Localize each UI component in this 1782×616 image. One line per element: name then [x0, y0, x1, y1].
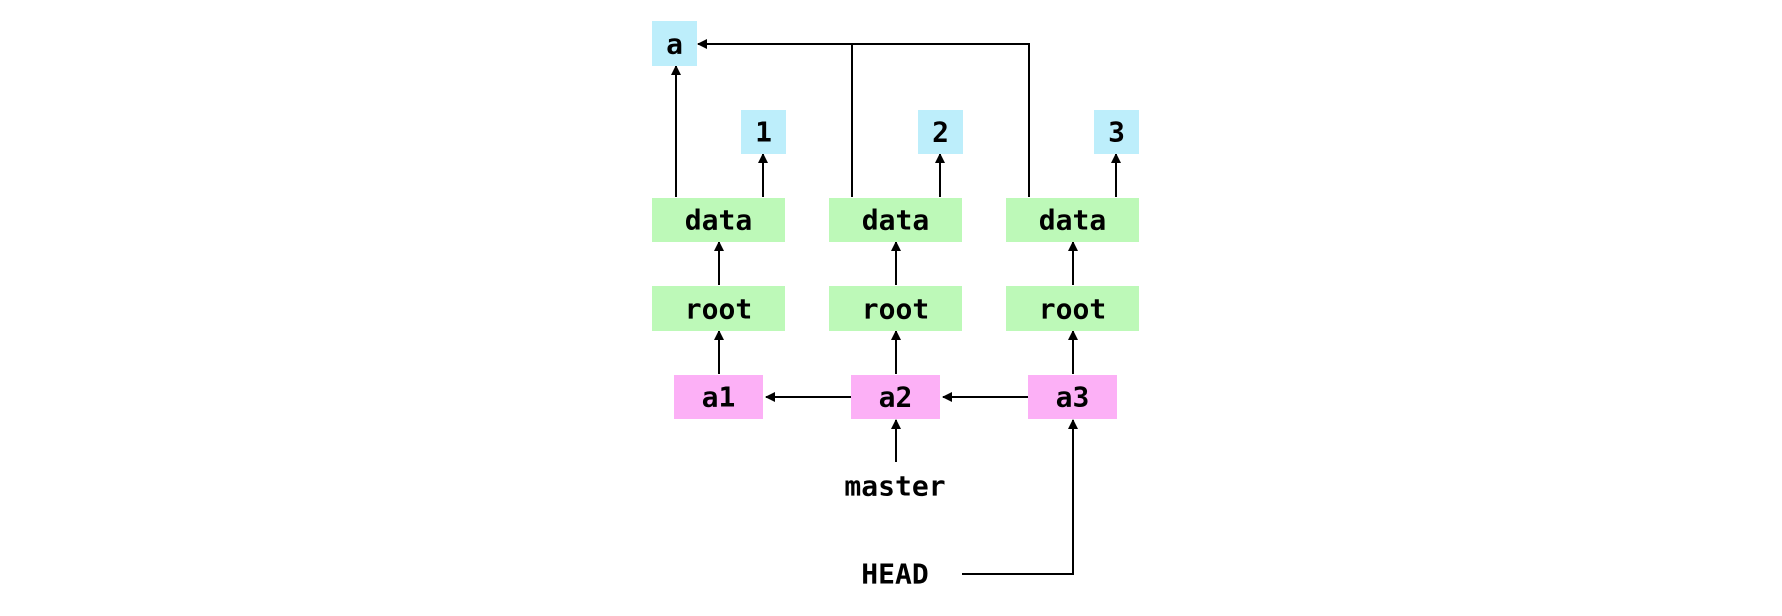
blob-label-1: 1 — [755, 116, 772, 149]
ref-head-label: HEAD — [861, 558, 928, 591]
commit-nodes: a1 a2 a3 — [674, 375, 1117, 419]
blob-nodes: a 1 2 3 — [652, 21, 1139, 154]
tree-box-data-3 — [1006, 198, 1139, 242]
blob-node-1: 1 — [741, 110, 786, 154]
blob-box-3 — [1094, 110, 1139, 154]
commit-node-a2: a2 — [851, 375, 940, 419]
tree-box-root-2 — [829, 286, 962, 331]
tree-label-root-2: root — [862, 293, 929, 326]
ref-labels: master HEAD — [844, 470, 945, 591]
commit-label-a3: a3 — [1056, 381, 1090, 414]
blob-box-1 — [741, 110, 786, 154]
tree-node-data-1: data — [652, 198, 785, 242]
blob-box-2 — [918, 110, 963, 154]
tree-node-data-2: data — [829, 198, 962, 242]
blob-label-2: 2 — [932, 116, 949, 149]
edge-data3-to-a — [852, 43, 1030, 197]
blob-node-2: 2 — [918, 110, 963, 154]
tree-box-root-3 — [1006, 286, 1139, 331]
commit-label-a1: a1 — [702, 381, 736, 414]
tree-node-root-1: root — [652, 286, 785, 331]
tree-node-data-3: data — [1006, 198, 1139, 242]
commit-box-a3 — [1028, 375, 1117, 419]
commit-box-a1 — [674, 375, 763, 419]
tree-label-data-2: data — [862, 204, 929, 237]
commit-node-a3: a3 — [1028, 375, 1117, 419]
tree-node-root-2: root — [829, 286, 962, 331]
tree-label-root-3: root — [1039, 293, 1106, 326]
tree-node-root-3: root — [1006, 286, 1139, 331]
blob-label-a: a — [666, 28, 683, 61]
edges — [671, 39, 1121, 575]
data-tree-nodes: data data data — [652, 198, 1139, 242]
ref-master-label: master — [844, 470, 945, 503]
blob-box-a — [652, 21, 697, 66]
tree-label-root-1: root — [685, 293, 752, 326]
blob-node-3: 3 — [1094, 110, 1139, 154]
tree-box-data-2 — [829, 198, 962, 242]
blob-label-3: 3 — [1108, 116, 1125, 149]
tree-label-data-1: data — [685, 204, 752, 237]
root-tree-nodes: root root root — [652, 286, 1139, 331]
commit-node-a1: a1 — [674, 375, 763, 419]
blob-node-a: a — [652, 21, 697, 66]
commit-box-a2 — [851, 375, 940, 419]
commit-label-a2: a2 — [879, 381, 913, 414]
tree-label-data-3: data — [1039, 204, 1106, 237]
tree-box-root-1 — [652, 286, 785, 331]
tree-box-data-1 — [652, 198, 785, 242]
edge-head-to-a3 — [962, 419, 1078, 575]
